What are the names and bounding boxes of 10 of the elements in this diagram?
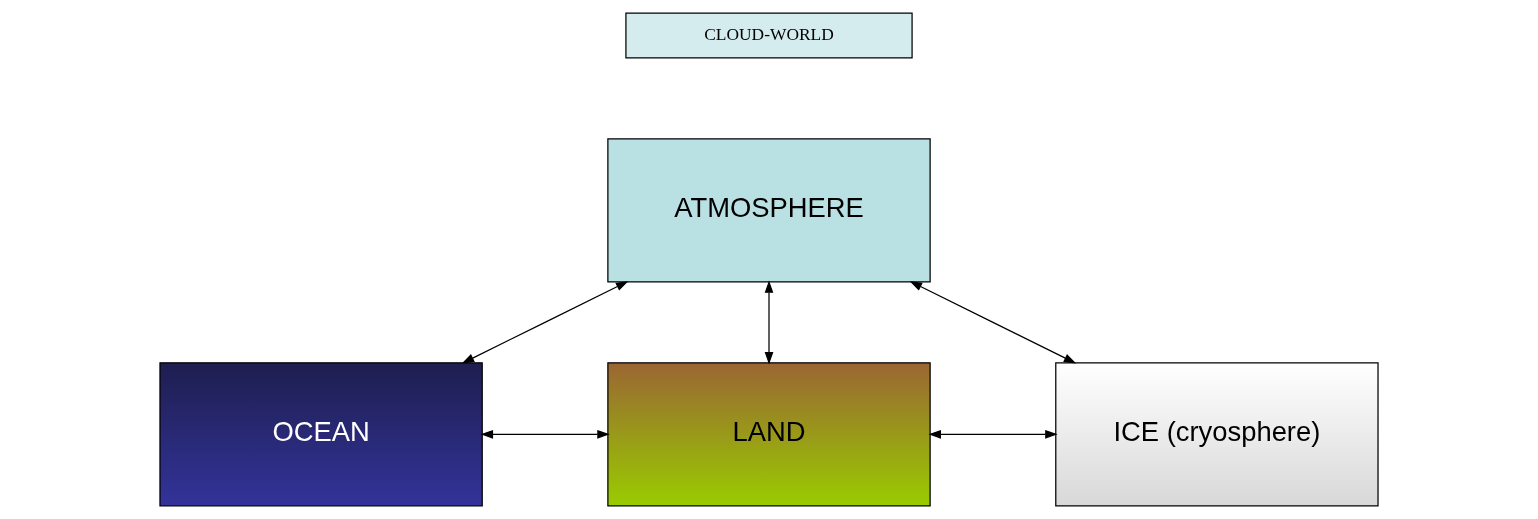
node-box: ICE (cryosphere) (1055, 362, 1379, 507)
arrow (909, 281, 1077, 364)
node-box: OCEAN (159, 362, 483, 507)
node-box: ATMOSPHERE (607, 138, 931, 283)
node-box: LAND (607, 362, 931, 507)
arrow (461, 281, 629, 364)
node-box: CLOUD-WORLD (625, 12, 913, 59)
arrow (764, 280, 774, 365)
arrow (928, 429, 1058, 439)
arrow (480, 429, 610, 439)
